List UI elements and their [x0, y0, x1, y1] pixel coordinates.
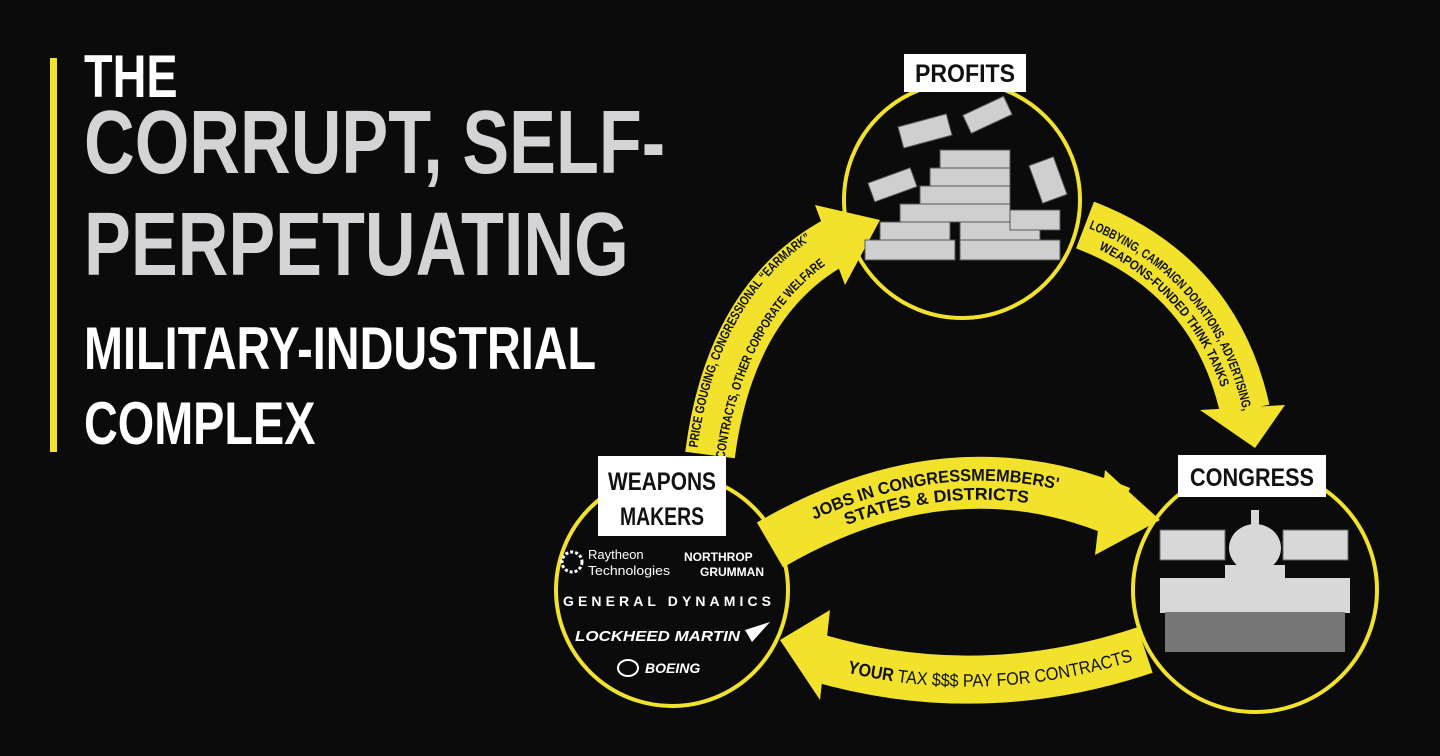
arrow-weapons-to-profits — [685, 205, 880, 459]
makers-label: MAKERS — [620, 503, 704, 531]
weapons-label: WEAPONS — [608, 468, 716, 496]
money-pile-illustration — [864, 95, 1068, 261]
northrop-logo: GRUMMAN — [700, 565, 764, 579]
raytheon-logo: Technologies — [588, 563, 671, 578]
dollar-bill-icon — [1282, 529, 1349, 561]
lockheed-star-icon — [745, 622, 770, 642]
title-line: THE — [84, 43, 178, 110]
congress-label: CONGRESS — [1190, 464, 1314, 492]
profits-label: PROFITS — [915, 60, 1015, 88]
arrow-profits-to-congress — [1075, 201, 1285, 448]
lockheed-martin-logo: LOCKHEED MARTIN — [575, 628, 741, 645]
node-label-weapons-makers: WEAPONS MAKERS — [598, 456, 726, 536]
title-line: COMPLEX — [84, 390, 316, 457]
title-accent-bar — [50, 58, 57, 452]
title-line: MILITARY-INDUSTRIAL — [84, 315, 597, 382]
boeing-logo: BOEING — [645, 660, 700, 676]
dollar-bill-icon — [1159, 529, 1226, 561]
title-line: PERPETUATING — [84, 195, 629, 295]
boeing-logo-icon — [617, 659, 639, 677]
raytheon-logo: Raytheon — [588, 547, 644, 562]
title-line: CORRUPT, SELF- — [84, 93, 666, 193]
capitol-illustration — [1159, 510, 1350, 652]
node-label-profits: PROFITS — [904, 54, 1026, 92]
general-dynamics-logo: GENERAL DYNAMICS — [563, 593, 771, 609]
arrow-congress-to-weapons — [780, 610, 1153, 704]
node-label-congress: CONGRESS — [1178, 455, 1326, 497]
northrop-logo: NORTHROP — [684, 550, 753, 564]
raytheon-logo-icon — [560, 550, 584, 574]
arrow-weapons-to-congress — [756, 456, 1160, 568]
